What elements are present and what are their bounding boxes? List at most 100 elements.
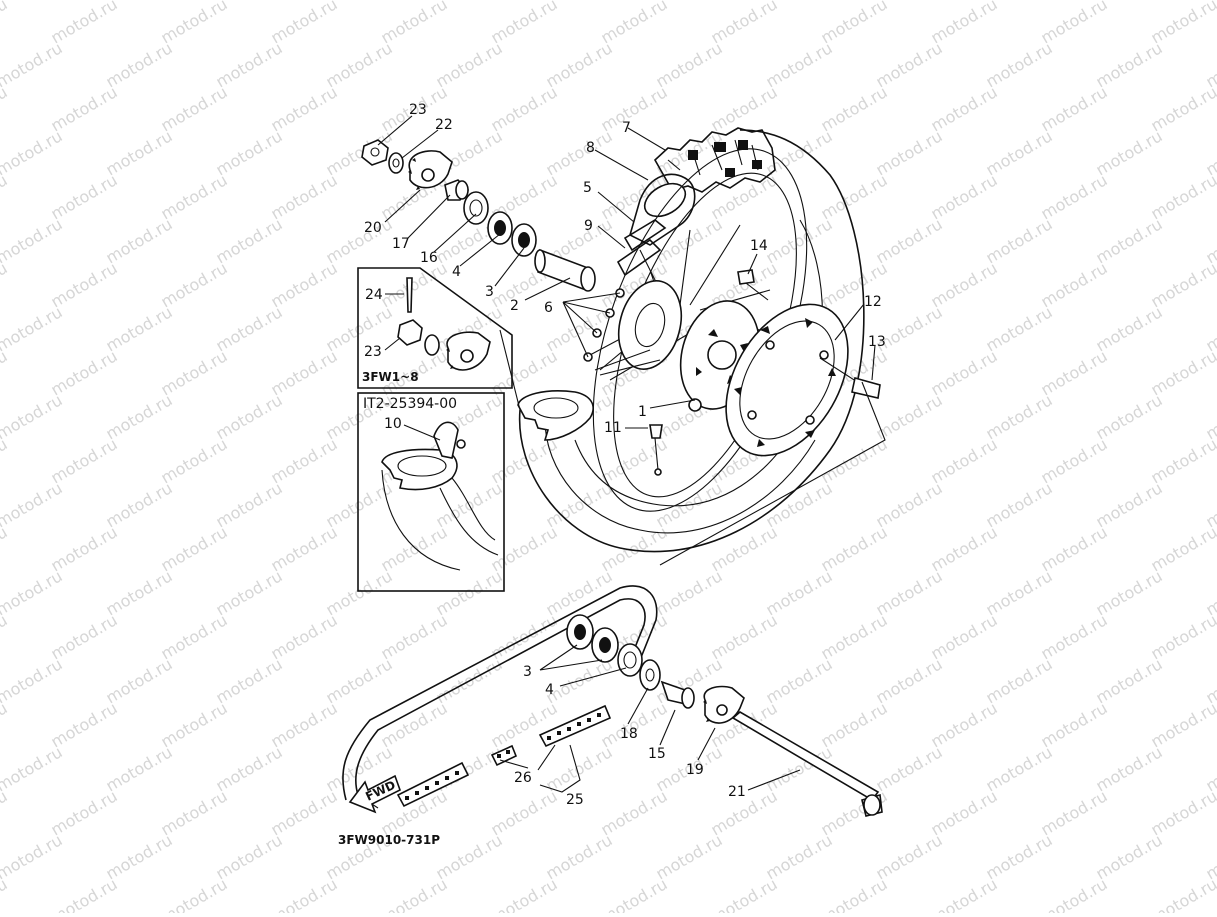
watermark-text: motod.ru	[1038, 610, 1111, 663]
callout-19: 19	[686, 762, 704, 778]
watermark-text: motod.ru	[983, 742, 1056, 795]
watermark-text: motod.ru	[1038, 0, 1111, 47]
watermark-text: motod.ru	[1093, 566, 1166, 619]
watermark-text: motod.ru	[983, 566, 1056, 619]
watermark-text: motod.ru	[818, 610, 891, 663]
watermark-text: motod.ru	[488, 0, 561, 47]
watermark-text: motod.ru	[1148, 170, 1217, 223]
watermark-text: motod.ru	[103, 830, 176, 883]
watermark-text: motod.ru	[598, 0, 671, 47]
watermark-text: motod.ru	[1148, 610, 1217, 663]
watermark-text: motod.ru	[213, 742, 286, 795]
watermark-text: motod.ru	[983, 214, 1056, 267]
watermark-text: motod.ru	[0, 654, 66, 707]
watermark-text: motod.ru	[48, 346, 121, 399]
watermark-text: motod.ru	[323, 302, 396, 355]
watermark-text: motod.ru	[158, 874, 231, 913]
watermark-text: motod.ru	[433, 566, 506, 619]
watermark-text: motod.ru	[983, 478, 1056, 531]
watermark-text: motod.ru	[378, 522, 451, 575]
watermark-text: motod.ru	[983, 38, 1056, 91]
watermark-text: motod.ru	[158, 786, 231, 839]
watermark-text: motod.ru	[708, 0, 781, 47]
watermark-text: motod.ru	[158, 82, 231, 135]
watermark-text: motod.ru	[0, 478, 66, 531]
watermark-text: motod.ru	[48, 610, 121, 663]
watermark-text: motod.ru	[268, 522, 341, 575]
watermark-text: motod.ru	[873, 478, 946, 531]
watermark-text: motod.ru	[543, 566, 616, 619]
watermark-text: motod.ru	[0, 522, 11, 575]
callout-25: 25	[566, 792, 584, 808]
watermark-text: motod.ru	[653, 38, 726, 91]
watermark-text: motod.ru	[1038, 170, 1111, 223]
watermark-text: motod.ru	[1093, 478, 1166, 531]
watermark-text: motod.ru	[1038, 82, 1111, 135]
part-code: 3FW9010-731P	[338, 833, 440, 847]
callout-24: 24	[365, 287, 383, 303]
watermark-text: motod.ru	[873, 742, 946, 795]
watermark-text: motod.ru	[1038, 346, 1111, 399]
watermark-text: motod.ru	[103, 390, 176, 443]
watermark-text: motod.ru	[268, 874, 341, 913]
callout-11: 11	[604, 420, 622, 436]
watermark-text: motod.ru	[323, 566, 396, 619]
watermark-text: motod.ru	[598, 698, 671, 751]
watermark-text: motod.ru	[653, 566, 726, 619]
watermark-text: motod.ru	[378, 258, 451, 311]
watermark-text: motod.ru	[488, 874, 561, 913]
callout-5: 5	[583, 180, 592, 196]
watermark-text: motod.ru	[103, 566, 176, 619]
watermark-text: motod.ru	[598, 874, 671, 913]
watermark-text: motod.ru	[1093, 654, 1166, 707]
watermark-text: motod.ru	[213, 302, 286, 355]
watermark-text: motod.ru	[763, 214, 836, 267]
watermark-text: motod.ru	[268, 0, 341, 47]
watermark-text: motod.ru	[0, 170, 11, 223]
watermark-text: motod.ru	[1148, 258, 1217, 311]
watermark-text: motod.ru	[158, 434, 231, 487]
watermark-text: motod.ru	[488, 610, 561, 663]
watermark-text: motod.ru	[0, 82, 11, 135]
watermark-text: motod.ru	[48, 698, 121, 751]
watermark-text: motod.ru	[268, 82, 341, 135]
watermark-text: motod.ru	[0, 258, 11, 311]
watermark-text: motod.ru	[1093, 742, 1166, 795]
watermark-text: motod.ru	[0, 786, 11, 839]
watermark-text: motod.ru	[213, 390, 286, 443]
watermark-text: motod.ru	[1148, 786, 1217, 839]
watermark-text: motod.ru	[1038, 698, 1111, 751]
watermark-text: motod.ru	[0, 390, 66, 443]
watermark-text: motod.ru	[488, 434, 561, 487]
watermark-text: motod.ru	[818, 82, 891, 135]
watermark-text: motod.ru	[543, 478, 616, 531]
watermark-text: motod.ru	[1038, 434, 1111, 487]
watermark-text: motod.ru	[928, 82, 1001, 135]
watermark-text: motod.ru	[158, 698, 231, 751]
watermark-text: motod.ru	[268, 258, 341, 311]
watermark-text: motod.ru	[873, 214, 946, 267]
watermark-text: motod.ru	[1148, 434, 1217, 487]
callout-23-inset: 23	[364, 344, 382, 360]
watermark-text: motod.ru	[213, 126, 286, 179]
watermark-text: motod.ru	[268, 346, 341, 399]
watermark-text: motod.ru	[158, 170, 231, 223]
callout-17: 17	[392, 236, 410, 252]
callout-26: 26	[514, 770, 532, 786]
callout-16: 16	[420, 250, 438, 266]
watermark-text: motod.ru	[268, 434, 341, 487]
watermark-text: motod.ru	[378, 0, 451, 47]
watermark-text: motod.ru	[158, 522, 231, 575]
watermark-text: motod.ru	[0, 38, 66, 91]
watermark-text: motod.ru	[708, 522, 781, 575]
callout-15: 15	[648, 746, 666, 762]
watermark-text: motod.ru	[158, 258, 231, 311]
callout-3-upper: 3	[485, 284, 494, 300]
watermark-text: motod.ru	[268, 610, 341, 663]
watermark-text: motod.ru	[0, 0, 66, 3]
watermark-text: motod.ru	[598, 786, 671, 839]
watermark-text: motod.ru	[0, 126, 66, 179]
watermark-text: motod.ru	[488, 786, 561, 839]
watermark-text: motod.ru	[598, 522, 671, 575]
watermark-text: motod.ru	[543, 742, 616, 795]
